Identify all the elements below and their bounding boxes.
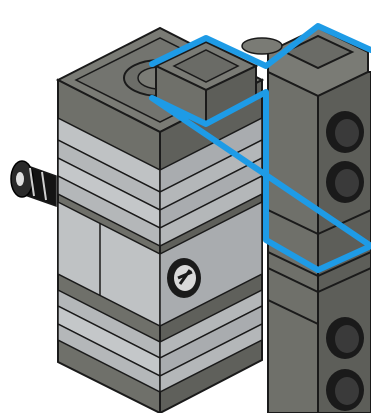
axle-hole-icon <box>167 258 201 298</box>
axle-pin <box>11 161 56 206</box>
